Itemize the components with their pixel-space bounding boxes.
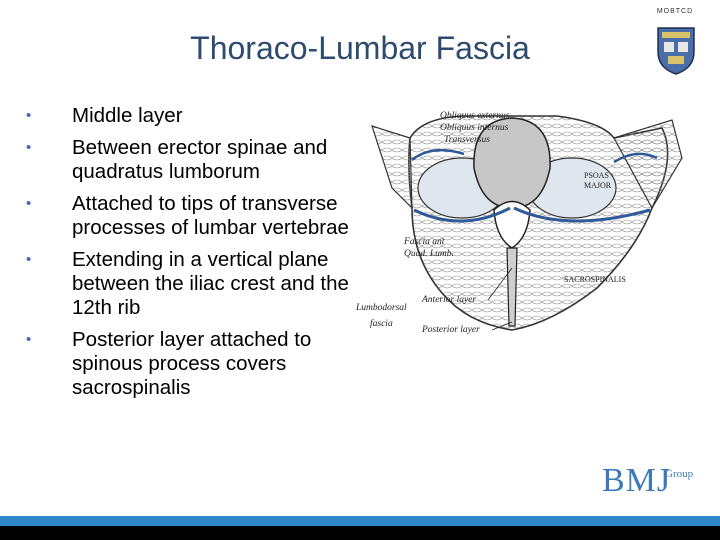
- label-lumbodorsal-2: fascia: [370, 318, 393, 329]
- label-psoas-2: MAJOR: [584, 181, 612, 190]
- label-transversus: Transversus: [444, 135, 490, 145]
- label-posterior-layer: Posterior layer: [421, 325, 480, 335]
- leader-line: [487, 267, 513, 301]
- fascia-line: [411, 148, 465, 161]
- label-lumbodorsal-1: Lumbodorsal: [355, 303, 407, 313]
- label-psoas-1: PSOAS: [584, 171, 609, 180]
- lateral-muscle-right: [613, 119, 683, 210]
- label-fascia-1: Fascia ant: [403, 237, 445, 247]
- bmj-logo: BMJ Group: [602, 462, 702, 502]
- bullet-dot-icon: •: [26, 331, 32, 348]
- bullet-dot-icon: •: [26, 139, 32, 156]
- institution-label: MOBTCD: [656, 8, 694, 15]
- fascia-line: [613, 152, 658, 164]
- fascia-line: [413, 206, 511, 223]
- anatomy-diagram: Obliquus externus Obliquus internus Tran…: [355, 111, 683, 335]
- label-obliquus-externus: Obliquus externus: [440, 111, 510, 121]
- bmj-logo-text: BMJ: [602, 462, 672, 499]
- label-fascia-2: Quad. Lumb.: [404, 249, 454, 259]
- bullet-dot-icon: •: [26, 251, 32, 268]
- bullet-item: •Between erector spinae and quadratus lu…: [26, 136, 328, 183]
- leader-line: [491, 321, 513, 331]
- bullet-list: •Middle layer •Between erector spinae an…: [18, 104, 370, 408]
- label-anterior-layer: Anterior layer: [421, 295, 476, 305]
- bullet-dot-icon: •: [26, 107, 32, 124]
- footer-accent-bar: [0, 516, 720, 526]
- bullet-item: •Middle layer: [26, 104, 183, 127]
- bullet-item: •Posterior layer attached to spinous pro…: [26, 328, 312, 399]
- spinous-process: [506, 247, 518, 327]
- crest-logo: [657, 27, 695, 75]
- spinal-canal: [493, 200, 531, 249]
- fascia-line: [513, 206, 651, 223]
- lateral-muscle-left: [371, 125, 413, 210]
- label-obliquus-internus: Obliquus internus: [440, 123, 509, 133]
- bullet-dot-icon: •: [26, 195, 32, 212]
- label-sacrospinalis: SACROSPINALIS: [564, 275, 626, 284]
- bullet-item: •Extending in a vertical plane between t…: [26, 248, 349, 319]
- bullet-item: •Attached to tips of transverse processe…: [26, 192, 349, 239]
- footer-bar: [0, 526, 720, 540]
- slide-title: Thoraco-Lumbar Fascia: [190, 30, 530, 66]
- bmj-logo-suffix: Group: [665, 468, 694, 480]
